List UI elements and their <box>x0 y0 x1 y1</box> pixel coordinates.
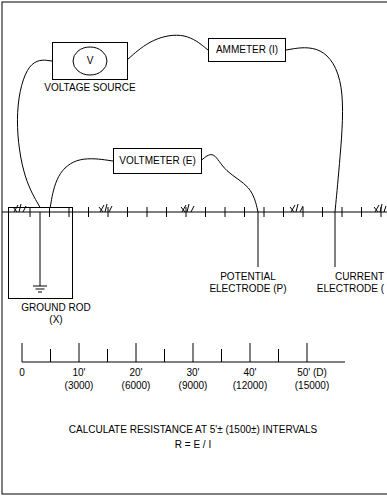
ammeter-box: AMMETER (I) <box>208 38 286 62</box>
ground-tick <box>49 207 50 217</box>
scale-tick <box>107 349 108 362</box>
potential-wire <box>202 155 258 212</box>
scale-tick <box>307 343 308 362</box>
ground-ticks <box>30 207 381 217</box>
scale-label: 10' <box>72 367 85 379</box>
scale-label: (15000) <box>295 380 329 392</box>
ground-tick <box>108 207 109 217</box>
ground-tick <box>264 207 265 217</box>
grass-tuft <box>374 204 386 212</box>
ground-tick <box>205 207 206 217</box>
scale-label: (6000) <box>122 380 151 392</box>
voltage-source: VVOLTAGE SOURCE <box>52 42 128 80</box>
box-label: AMMETER (I) <box>216 44 278 56</box>
scale-label: (3000) <box>65 380 94 392</box>
scale-tick <box>278 349 279 362</box>
scale-label: 30' <box>186 367 199 379</box>
box-heading: VOLTAGE SOURCE <box>44 82 135 94</box>
scale-label: (12000) <box>233 380 267 392</box>
ground-tick <box>147 207 148 217</box>
ground-tick <box>244 207 245 217</box>
ground-tick <box>186 207 187 217</box>
electrode-label: POTENTIAL ELECTRODE (P) <box>208 271 288 295</box>
scale-label: 0 <box>19 367 25 379</box>
current-electrode <box>335 212 336 267</box>
ground-rod-box: GROUND ROD (X) <box>8 207 73 299</box>
scale-tick <box>250 343 251 362</box>
wire <box>128 35 208 59</box>
ground-symbol-bar <box>36 289 45 290</box>
electrode-label: CURRENT ELECTRODE ( <box>312 271 384 295</box>
ground-tick <box>69 207 70 217</box>
ground-tick <box>166 207 167 217</box>
ground-tick <box>361 207 362 217</box>
ground-symbol <box>33 286 47 292</box>
box-label: VOLTMETER (E) <box>119 155 195 167</box>
box-heading: GROUND ROD (X) <box>21 302 91 326</box>
scale-label: 20' <box>129 367 142 379</box>
instruction-note: CALCULATE RESISTANCE AT 5'± (1500±) INTE… <box>69 424 318 436</box>
ground-tick <box>342 207 343 217</box>
ground-line <box>2 212 387 213</box>
scale-tick <box>79 343 80 362</box>
scale-tick <box>50 349 51 362</box>
scale-ticks <box>22 343 307 362</box>
current-wire <box>286 48 343 212</box>
potential-electrode <box>258 212 259 267</box>
ground-tick <box>303 207 304 217</box>
scale-tick <box>164 349 165 362</box>
grass-tuft <box>13 204 26 212</box>
formula-note: R = E / I <box>175 439 211 451</box>
wire <box>50 159 113 207</box>
meter-circle-outline <box>73 47 107 75</box>
ground-tick <box>30 207 31 217</box>
scale-tick <box>193 343 194 362</box>
ground-tick <box>88 207 89 217</box>
scale-tick <box>22 343 23 362</box>
grass-tuft <box>181 204 194 212</box>
box-label: V <box>87 55 94 67</box>
ground-tick <box>127 207 128 217</box>
scale-tick <box>136 343 137 362</box>
grass-tuft <box>290 204 303 212</box>
scale-label: (9000) <box>179 380 208 392</box>
ground-tick <box>283 207 284 217</box>
voltmeter-box: VOLTMETER (E) <box>113 148 202 174</box>
ground-rod <box>40 212 41 286</box>
grass-tufts <box>13 204 386 212</box>
grass-tuft <box>99 204 112 212</box>
ground-symbol-bar <box>38 292 42 293</box>
distance-scale <box>22 362 345 363</box>
ground-symbol-bar <box>33 286 47 287</box>
scale-label: 50' (D) <box>297 367 327 379</box>
ground-tick <box>225 207 226 217</box>
scale-tick <box>221 349 222 362</box>
ground-tick <box>322 207 323 217</box>
scale-label: 40' <box>243 367 256 379</box>
